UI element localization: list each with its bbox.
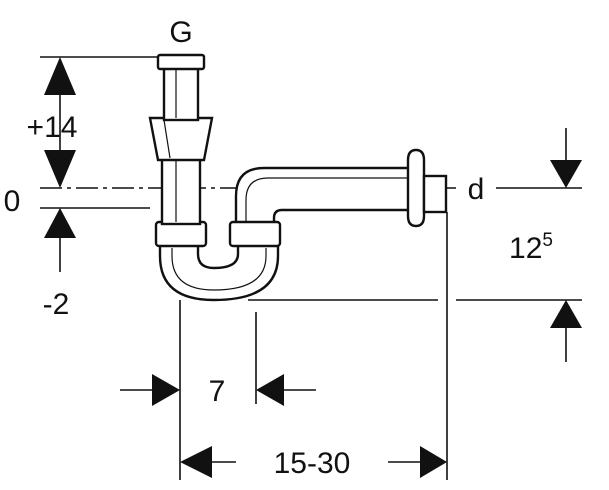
- dip-tube: [160, 156, 202, 226]
- label-plus14: +14: [27, 111, 78, 144]
- conical-nut-inner: [163, 119, 171, 159]
- label-seven: 7: [209, 375, 226, 408]
- label-g: G: [169, 16, 192, 49]
- arrow-up-icon: [550, 300, 582, 328]
- arrow-heads: [44, 57, 582, 478]
- conical-nut: [148, 116, 214, 162]
- wall-connector: [422, 174, 448, 214]
- wall-pipe-inner: [245, 177, 412, 224]
- label-height-base: 12: [509, 232, 542, 265]
- label-height: 125: [509, 230, 553, 265]
- label-range: 15-30: [274, 447, 351, 480]
- label-zero: 0: [4, 185, 21, 218]
- label-height-sup: 5: [542, 230, 553, 251]
- siphon-body: [148, 53, 448, 302]
- dimension-lines: [40, 56, 582, 480]
- arrow-down-icon: [550, 160, 582, 188]
- label-d: d: [468, 173, 485, 206]
- arrow-right-icon: [152, 374, 180, 406]
- wall-pipe-outer: [234, 166, 416, 226]
- union-nut-left: [154, 220, 208, 248]
- label-minus2: -2: [43, 288, 70, 321]
- arrow-down-icon: [44, 150, 76, 188]
- inlet-collar: [156, 53, 206, 71]
- arrow-left-icon: [256, 374, 284, 406]
- arrow-up-icon: [44, 57, 76, 95]
- inlet-tube: [162, 62, 200, 122]
- u-trap-inner: [171, 248, 267, 291]
- u-trap: [158, 242, 280, 302]
- arrow-up-icon: [44, 208, 76, 238]
- union-nut-right: [228, 220, 282, 248]
- arrow-right-icon: [420, 446, 447, 478]
- arrow-left-icon: [180, 446, 212, 478]
- wall-rosette: [406, 148, 426, 228]
